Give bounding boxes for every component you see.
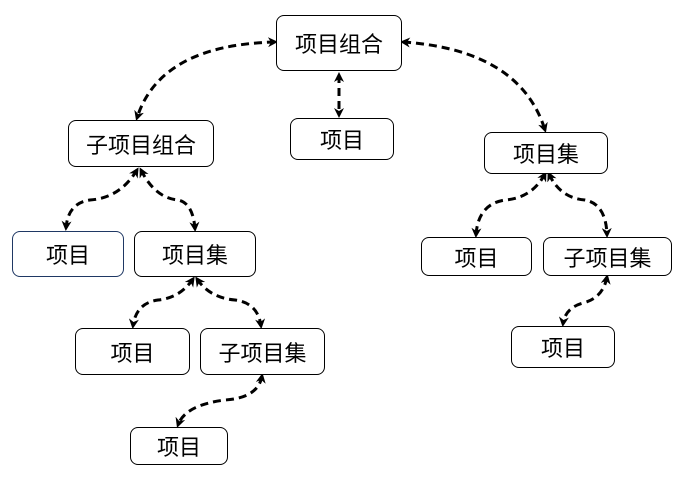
node-label: 项目 bbox=[540, 337, 585, 362]
node-label: 项目 bbox=[156, 436, 201, 461]
node-root-portfolio: 项目组合 bbox=[276, 15, 402, 71]
edge-root-to-sub-portfolio bbox=[134, 37, 278, 121]
node-root-project: 项目 bbox=[290, 118, 394, 160]
node-label: 项目 bbox=[319, 129, 364, 154]
edge-subprogram-to-project bbox=[175, 373, 266, 428]
node-label: 项目组合 bbox=[294, 33, 383, 58]
edge-right-program-to-subprogram bbox=[547, 171, 612, 238]
node-sub-portfolio: 子项目组合 bbox=[68, 120, 214, 167]
node-right-subprogram-project: 项目 bbox=[511, 326, 615, 368]
node-sub-portfolio-program: 项目集 bbox=[134, 231, 256, 277]
node-subprogram-project: 项目 bbox=[130, 427, 228, 465]
node-sub-portfolio-project: 项目 bbox=[12, 231, 124, 277]
edge-root-to-right-program bbox=[400, 37, 548, 133]
edge-program-to-subprogram bbox=[195, 276, 266, 329]
edge-program-to-project bbox=[128, 276, 195, 329]
node-label: 项目集 bbox=[512, 143, 579, 168]
node-right-program: 项目集 bbox=[484, 132, 608, 174]
node-label: 子项目组合 bbox=[85, 133, 196, 159]
node-label: 项目 bbox=[110, 341, 155, 367]
edge-right-subprogram-to-project bbox=[558, 274, 611, 327]
edge-sub-portfolio-to-program bbox=[139, 167, 200, 232]
node-label: 项目 bbox=[45, 244, 90, 269]
node-label: 项目集 bbox=[161, 244, 228, 269]
node-right-program-project: 项目 bbox=[421, 237, 532, 276]
node-label: 项目 bbox=[454, 246, 499, 272]
node-label: 子项目集 bbox=[563, 246, 652, 272]
edge-sub-portfolio-to-project bbox=[61, 167, 139, 231]
node-program-project: 项目 bbox=[75, 328, 190, 375]
node-right-program-subprogram: 子项目集 bbox=[543, 237, 672, 276]
node-label: 子项目集 bbox=[218, 341, 307, 367]
node-program-subprogram: 子项目集 bbox=[200, 328, 325, 375]
edge-right-program-to-project bbox=[471, 171, 547, 238]
